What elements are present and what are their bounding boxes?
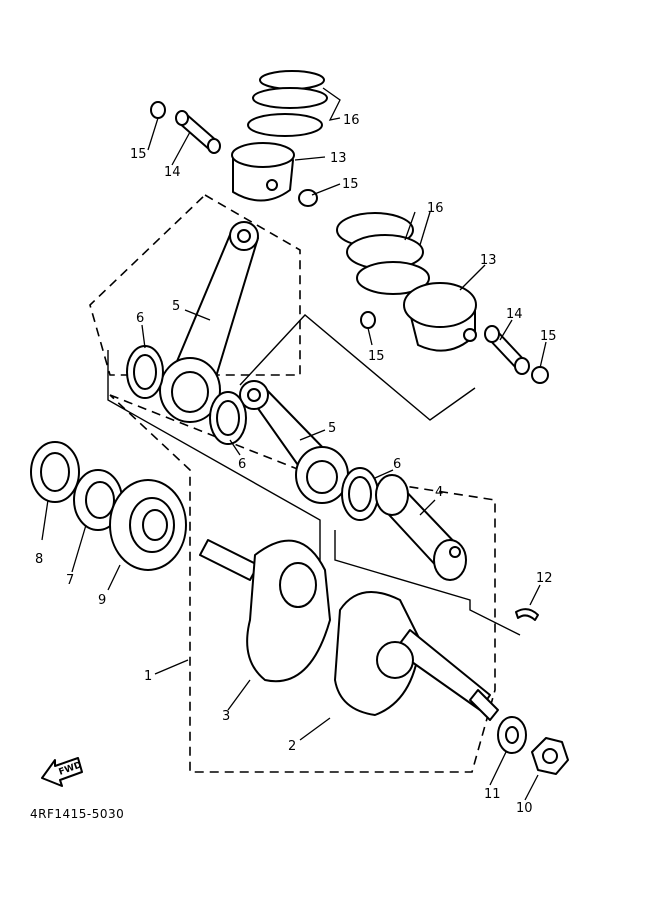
callout-13-lower: 13 bbox=[480, 253, 497, 268]
forward-arrow-icon: FWD bbox=[41, 757, 83, 787]
callout-5-upper: 5 bbox=[172, 299, 180, 314]
callout-1: 1 bbox=[144, 669, 152, 684]
callout-14-upper: 14 bbox=[164, 165, 181, 180]
crank-pin bbox=[375, 474, 467, 581]
callout-15-lower-left: 15 bbox=[368, 349, 385, 364]
piston-ring-set-lower bbox=[336, 212, 430, 295]
piston-ring-set-upper bbox=[247, 70, 328, 137]
thrust-washer-middle bbox=[209, 391, 247, 445]
crankshaft-right bbox=[334, 591, 499, 721]
callout-12: 12 bbox=[536, 571, 553, 586]
circlip-lower-left bbox=[360, 311, 376, 329]
callout-15-lower-right: 15 bbox=[540, 329, 557, 344]
connecting-rod-lower bbox=[239, 380, 349, 504]
callout-8: 8 bbox=[35, 552, 43, 567]
lock-washer bbox=[497, 716, 527, 754]
pin-leader bbox=[334, 530, 521, 636]
thrust-washer-left bbox=[126, 345, 164, 399]
callout-6-right: 6 bbox=[393, 457, 401, 472]
main-bearing bbox=[109, 479, 187, 571]
callout-13-upper: 13 bbox=[330, 151, 347, 166]
callout-4: 4 bbox=[435, 485, 443, 500]
piston-upper bbox=[231, 142, 295, 202]
thrust-washer-right bbox=[341, 467, 379, 521]
callout-15-upper-left: 15 bbox=[130, 147, 147, 162]
callout-10: 10 bbox=[516, 801, 533, 816]
piston-rod-assembly-outline bbox=[89, 194, 301, 376]
callout-16-lower: 16 bbox=[427, 201, 444, 216]
piston-group-leader bbox=[239, 314, 476, 421]
piston-pin-upper bbox=[175, 110, 221, 154]
callout-leaders bbox=[41, 87, 547, 801]
piston-lower bbox=[403, 282, 477, 352]
oil-seal bbox=[30, 441, 80, 503]
woodruff-key bbox=[515, 608, 539, 621]
connecting-rod-upper bbox=[159, 221, 259, 423]
part-code: 4RF1415-5030 bbox=[30, 807, 124, 821]
callout-5-lower: 5 bbox=[328, 421, 336, 436]
callout-6-left: 6 bbox=[136, 311, 144, 326]
crankshaft-assembly-outline bbox=[109, 394, 496, 773]
piston-pin-lower bbox=[484, 325, 530, 375]
crankshaft-nut bbox=[531, 737, 569, 775]
circlip-upper-left bbox=[150, 101, 166, 119]
callout-6-middle: 6 bbox=[238, 457, 246, 472]
callout-2: 2 bbox=[288, 739, 296, 754]
callout-11: 11 bbox=[484, 787, 501, 802]
callout-16-upper: 16 bbox=[343, 113, 360, 128]
callout-9: 9 bbox=[98, 593, 106, 608]
circlip-lower-right bbox=[531, 366, 549, 384]
callout-3: 3 bbox=[222, 709, 230, 724]
callout-15-upper-right: 15 bbox=[342, 177, 359, 192]
callout-numbers: 1 2 3 4 5 5 6 6 6 7 8 9 10 11 12 13 13 1… bbox=[35, 113, 557, 816]
callout-7: 7 bbox=[66, 573, 74, 588]
crankshaft-left bbox=[199, 539, 331, 683]
callout-14-lower: 14 bbox=[506, 307, 523, 322]
circlip-upper-right bbox=[298, 189, 318, 207]
